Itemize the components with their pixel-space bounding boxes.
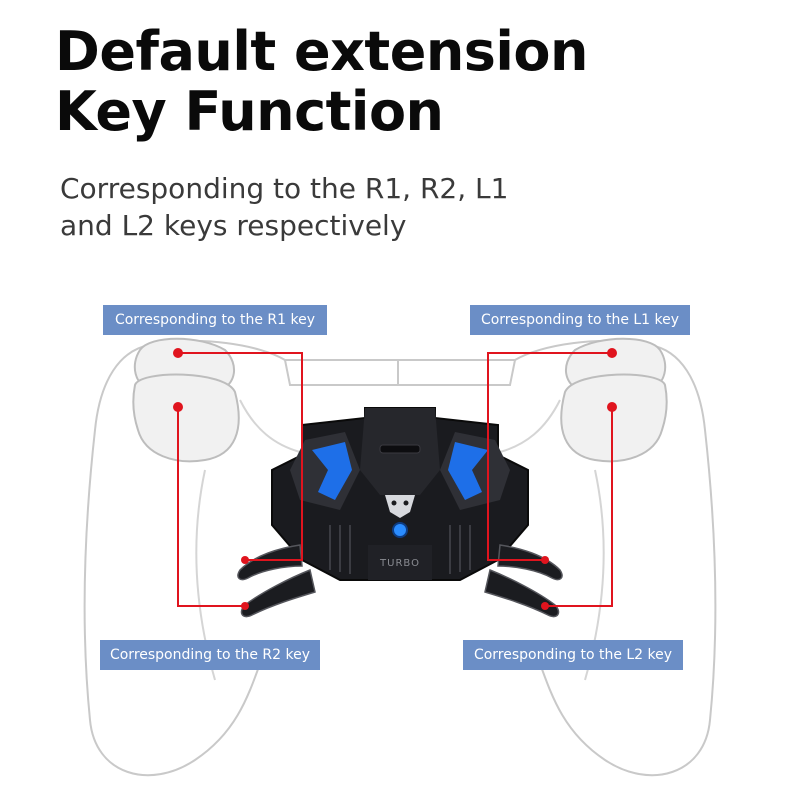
- left-shoulder-button: [132, 337, 240, 463]
- upper-left-paddle: [237, 544, 303, 581]
- right-shoulder-button: [560, 337, 668, 463]
- title-line-2: Key Function: [55, 80, 444, 143]
- l2-leader-line: [545, 407, 613, 607]
- lower-right-paddle: [484, 568, 560, 618]
- leader-dots: [173, 348, 617, 610]
- page-title: Default extension Key Function: [55, 22, 588, 142]
- subtitle-line-1: Corresponding to the R1, R2, L1: [60, 172, 509, 205]
- right-blue-accent: [448, 442, 488, 500]
- back-button-attachment: TURBO: [271, 407, 529, 581]
- l1-callout-label: Corresponding to the L1 key: [470, 305, 690, 335]
- r1-leader-line: [178, 352, 303, 561]
- r1-callout-label: Corresponding to the R1 key: [103, 305, 327, 335]
- r2-leader-line: [177, 407, 245, 607]
- l1-leader-line: [487, 352, 612, 561]
- turbo-text: TURBO: [379, 558, 420, 569]
- title-line-1: Default extension: [55, 20, 588, 83]
- subtitle-line-2: and L2 keys respectively: [60, 209, 407, 242]
- page-subtitle: Corresponding to the R1, R2, L1 and L2 k…: [60, 170, 508, 244]
- l2-callout-label: Corresponding to the L2 key: [463, 640, 683, 670]
- turbo-led-icon: [392, 522, 408, 538]
- leader-lines: [177, 352, 613, 607]
- lower-left-paddle: [240, 568, 316, 618]
- paddles: [237, 544, 563, 618]
- left-blue-accent: [312, 442, 352, 500]
- upper-right-paddle: [497, 544, 563, 581]
- r2-callout-label: Corresponding to the R2 key: [100, 640, 320, 670]
